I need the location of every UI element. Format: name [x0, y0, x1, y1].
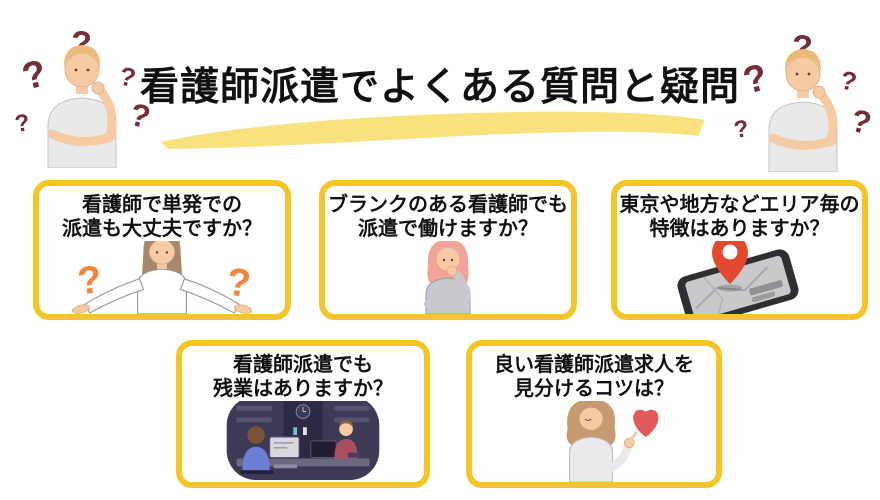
faq-card-area-features: 東京や地方などエリア毎の 特徴はありますか？: [611, 180, 868, 320]
svg-text:?: ?: [13, 109, 31, 138]
woman-with-heart-illustration: [519, 401, 669, 482]
faq-card-blank-period: ブランクのある看護師でも 派遣で働けますか？: [319, 180, 577, 320]
card-question: 看護師派遣でも 残業はありますか？: [213, 354, 393, 400]
thinking-man-right-illustration: ? ? ? ? ?: [733, 28, 873, 172]
page-title: 看護師派遣でよくある質問と疑問: [139, 66, 740, 109]
svg-text:?: ?: [18, 52, 51, 98]
thinking-man-left-illustration: ? ? ? ? ?: [13, 24, 152, 168]
shrugging-woman-illustration: ? ?: [39, 241, 285, 314]
svg-text:?: ?: [117, 61, 139, 94]
svg-text:?: ?: [847, 102, 873, 142]
faq-card-single-shift: 看護師で単発での 派遣も大丈夫ですか？ ? ?: [33, 180, 291, 320]
map-pin-smartphone-illustration: [650, 241, 830, 314]
title-highlight-swoosh: [160, 111, 705, 149]
night-office-illustration: [213, 401, 393, 482]
faq-card-overtime: 看護師派遣でも 残業はありますか？: [176, 340, 430, 488]
card-question: 東京や地方などエリア毎の 特徴はありますか？: [619, 194, 860, 240]
card-question: ブランクのある看護師でも 派遣で働けますか？: [328, 194, 568, 240]
svg-text:?: ?: [739, 56, 772, 102]
card-question: 良い看護師派遣求人を 見分けるコツは？: [494, 354, 694, 400]
svg-text:?: ?: [126, 96, 152, 136]
card-question: 看護師で単発での 派遣も大丈夫ですか？: [62, 194, 262, 240]
pondering-woman-illustration: [383, 241, 513, 314]
svg-text:?: ?: [838, 65, 860, 98]
faq-card-good-job-tips: 良い看護師派遣求人を 見分けるコツは？: [466, 340, 722, 488]
svg-text:?: ?: [733, 115, 750, 144]
